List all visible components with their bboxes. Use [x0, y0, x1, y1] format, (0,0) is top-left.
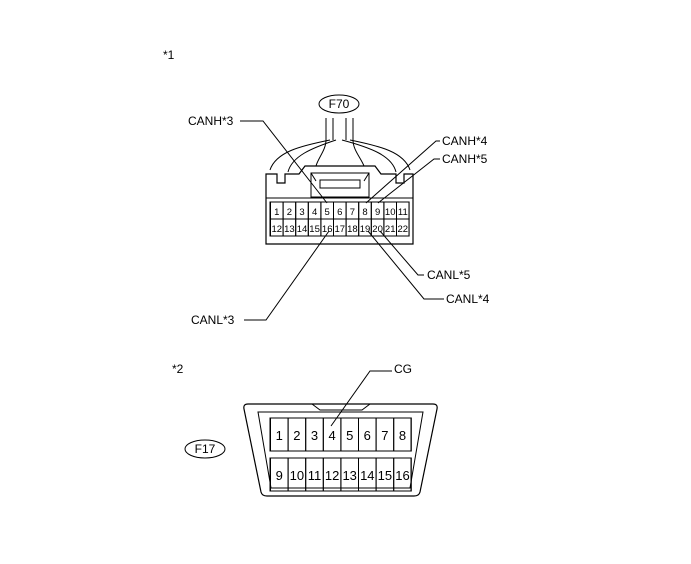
pin-number: 9 [276, 468, 283, 483]
pin-number: 7 [381, 428, 388, 443]
pin-number: 12 [272, 224, 283, 235]
pin-number: 5 [325, 207, 330, 218]
pin-number: 15 [309, 224, 320, 235]
pin-number: 21 [385, 224, 396, 235]
pin-number: 4 [312, 207, 317, 218]
pin-cell [396, 218, 410, 237]
pin-number: 22 [398, 224, 409, 235]
pin-number: 10 [290, 468, 304, 483]
pin-number: 14 [360, 468, 374, 483]
pin-number: 11 [398, 207, 408, 218]
pin-number: 3 [299, 207, 304, 218]
label-canl3: CANL*3 [191, 313, 235, 327]
pin-number: 5 [346, 428, 353, 443]
pin-number: 10 [385, 207, 396, 218]
label-canh5: CANH*5 [442, 152, 488, 166]
label-canh4: CANH*4 [442, 134, 488, 148]
connector-id-f70: F70 [318, 94, 360, 114]
pin-number: 8 [362, 207, 367, 218]
pin-number: 6 [364, 428, 371, 443]
pin-number: 17 [335, 224, 346, 235]
pin-number: 2 [293, 428, 300, 443]
pin-number: 16 [322, 224, 333, 235]
connector-id-f70-label: F70 [329, 97, 350, 111]
pin-number: 16 [395, 468, 409, 483]
pin-number: 9 [375, 207, 380, 218]
pin-number: 8 [399, 428, 406, 443]
pin-number: 13 [342, 468, 356, 483]
connector-id-f17-label: F17 [195, 442, 216, 456]
pin-number: 11 [308, 468, 322, 483]
pin-cell [393, 417, 412, 452]
pin-number: 19 [360, 224, 371, 235]
pin-number: 18 [347, 224, 358, 235]
pin-number: 6 [337, 207, 342, 218]
pin-number: 4 [328, 428, 335, 443]
marker-2: *2 [172, 362, 184, 376]
pin-number: 14 [297, 224, 308, 235]
label-canl5: CANL*5 [427, 268, 471, 282]
pin-cell [393, 457, 412, 492]
label-cg: CG [394, 362, 412, 376]
marker-1: *1 [163, 48, 175, 62]
leader-line-cg [330, 370, 392, 427]
pin-number: 1 [274, 207, 279, 218]
pin-number: 12 [325, 468, 339, 483]
pin-number: 20 [372, 224, 383, 235]
wire-harness [269, 118, 411, 173]
connector-id-f17: F17 [184, 439, 226, 459]
pin-number: 13 [284, 224, 295, 235]
label-canl4: CANL*4 [446, 292, 490, 306]
leader-lines-f70 [240, 120, 444, 321]
pin-number: 2 [287, 207, 292, 218]
pin-number: 7 [350, 207, 355, 218]
label-canh3: CANH*3 [188, 114, 234, 128]
pin-number: 15 [378, 468, 392, 483]
pin-number: 1 [276, 428, 283, 443]
pin-number: 3 [311, 428, 318, 443]
